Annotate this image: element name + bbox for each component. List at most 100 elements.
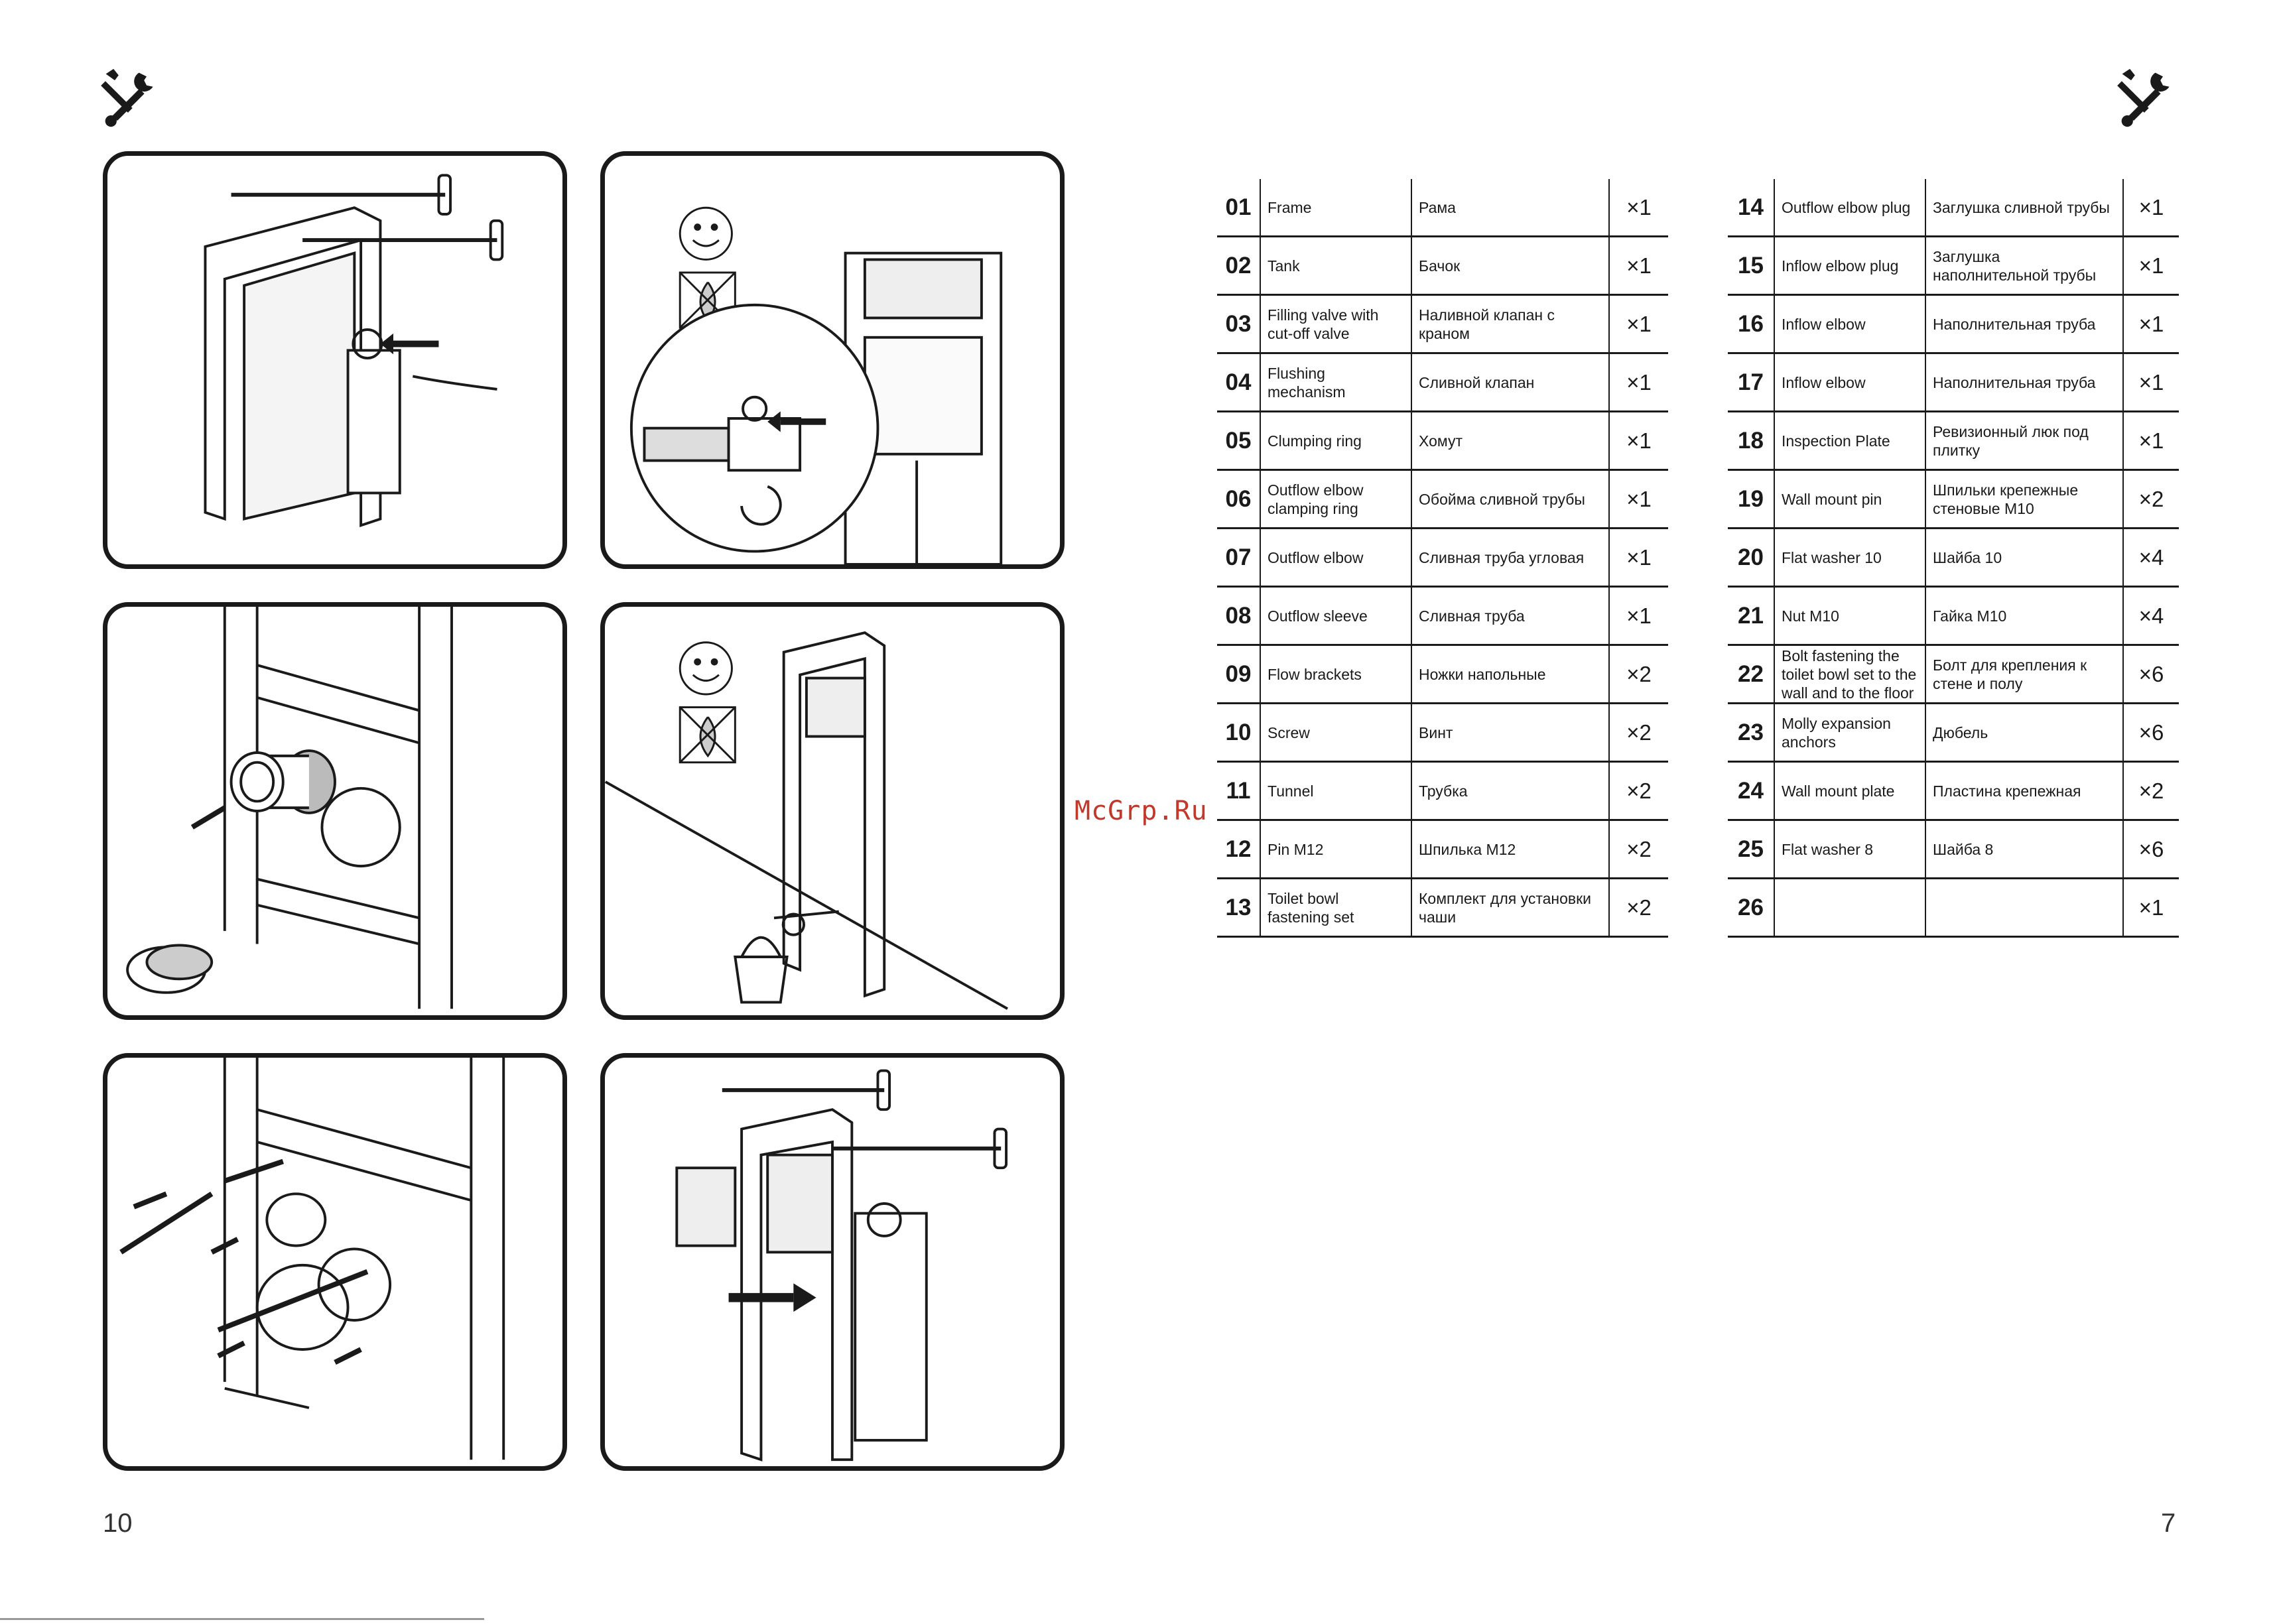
part-name-ru: Ножки напольные [1411, 645, 1610, 704]
part-name-en: Nut M10 [1774, 586, 1926, 646]
part-name-en: Clumping ring [1260, 411, 1412, 471]
arrow-icon [217, 1340, 245, 1359]
part-name-ru: Сливная труба угловая [1411, 528, 1610, 588]
part-name-ru [1925, 878, 2124, 938]
part-number: 13 [1217, 878, 1261, 938]
part-name-ru: Наполнительная труба [1925, 353, 2124, 412]
part-name-en [1774, 878, 1926, 938]
illustration-panel-tank-connection [103, 151, 567, 569]
illustration-panel-pins [103, 1053, 567, 1471]
part-name-ru: Трубка [1411, 761, 1610, 821]
part-name-en: Flushing mechanism [1260, 353, 1412, 412]
part-name-ru: Наполнительная труба [1925, 294, 2124, 354]
part-name-ru: Винт [1411, 703, 1610, 763]
part-quantity: ×1 [2123, 353, 2179, 412]
part-name-en: Outflow elbow [1260, 528, 1412, 588]
part-name-en: Pin M12 [1260, 820, 1412, 879]
part-quantity: ×2 [1609, 761, 1668, 821]
part-number: 05 [1217, 411, 1261, 471]
part-number: 11 [1217, 761, 1261, 821]
part-name-ru: Пластина крепежная [1925, 761, 2124, 821]
part-name-en: Inflow elbow [1774, 294, 1926, 354]
part-quantity: ×1 [2123, 878, 2179, 938]
arrow-icon [133, 1191, 168, 1210]
part-name-en: Inspection Plate [1774, 411, 1926, 471]
part-name-ru: Шайба 8 [1925, 820, 2124, 879]
no-flame-icon [679, 706, 736, 764]
part-quantity: ×1 [1609, 294, 1668, 354]
part-name-en: Screw [1260, 703, 1412, 763]
part-quantity: ×4 [2123, 586, 2179, 646]
part-name-en: Outflow elbow clamping ring [1260, 469, 1412, 529]
part-number: 23 [1728, 703, 1775, 763]
smiley-icon [679, 206, 733, 261]
part-name-ru: Комплект для установки чаши [1411, 878, 1610, 938]
part-quantity: ×1 [1609, 179, 1668, 237]
page-number-right: 7 [2161, 1509, 2176, 1538]
part-number: 15 [1728, 236, 1775, 296]
part-name-en: Wall mount plate [1774, 761, 1926, 821]
part-number: 07 [1217, 528, 1261, 588]
part-name-en: Flow brackets [1260, 645, 1412, 704]
part-name-en: Flat washer 10 [1774, 528, 1926, 588]
part-number: 02 [1217, 236, 1261, 296]
arrow-icon [190, 805, 226, 830]
part-name-ru: Обойма сливной трубы [1411, 469, 1610, 529]
part-quantity: ×1 [1609, 469, 1668, 529]
part-quantity: ×6 [2123, 645, 2179, 704]
wrench-screwdriver-icon [101, 68, 153, 127]
part-name-ru: Заглушка сливной трубы [1925, 179, 2124, 237]
part-quantity: ×2 [2123, 761, 2179, 821]
part-name-ru: Рама [1411, 179, 1610, 237]
part-number: 24 [1728, 761, 1775, 821]
part-name-en: Inflow elbow plug [1774, 236, 1926, 296]
part-number: 10 [1217, 703, 1261, 763]
part-name-en: Molly expansion anchors [1774, 703, 1926, 763]
part-row: 26×1 [1728, 878, 2179, 938]
part-number: 17 [1728, 353, 1775, 412]
arrow-icon [210, 1237, 239, 1255]
part-name-ru: Гайка M10 [1925, 586, 2124, 646]
part-quantity: ×1 [1609, 353, 1668, 412]
part-number: 20 [1728, 528, 1775, 588]
part-name-en: Toilet bowl fastening set [1260, 878, 1412, 938]
part-name-en: Bolt fastening the toilet bowl set to th… [1774, 645, 1926, 704]
part-number: 03 [1217, 294, 1261, 354]
bottom-edge-line [0, 1618, 484, 1620]
part-name-en: Tunnel [1260, 761, 1412, 821]
part-number: 18 [1728, 411, 1775, 471]
part-quantity: ×1 [1609, 586, 1668, 646]
part-number: 25 [1728, 820, 1775, 879]
smiley-icon [679, 641, 733, 696]
part-name-en: Wall mount pin [1774, 469, 1926, 529]
part-number: 01 [1217, 179, 1261, 237]
wrench-screwdriver-icon [2117, 68, 2170, 127]
arrow-icon [334, 1347, 362, 1365]
illustration-panel-outflow-sleeve [103, 602, 567, 1020]
part-quantity: ×4 [2123, 528, 2179, 588]
part-quantity: ×1 [2123, 294, 2179, 354]
part-name-ru: Ревизионный люк под плитку [1925, 411, 2124, 471]
part-number: 09 [1217, 645, 1261, 704]
part-quantity: ×2 [2123, 469, 2179, 529]
part-number: 22 [1728, 645, 1775, 704]
part-quantity: ×1 [1609, 411, 1668, 471]
part-name-en: Flat washer 8 [1774, 820, 1926, 879]
part-name-ru: Шпильки крепежные стеновые M10 [1925, 469, 2124, 529]
